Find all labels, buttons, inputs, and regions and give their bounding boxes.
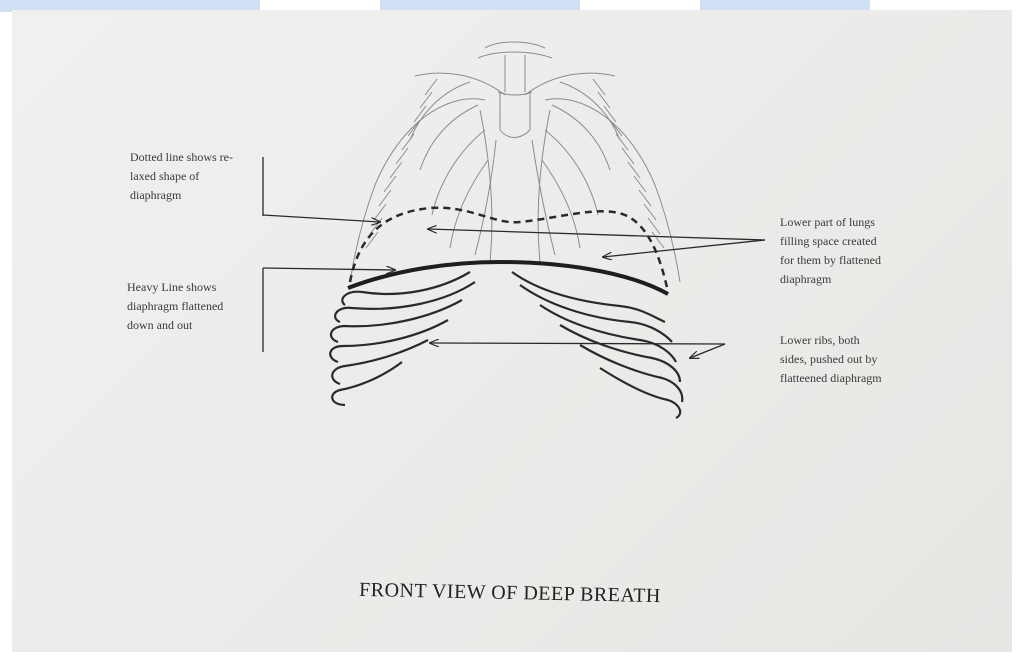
upper-ribcage [350, 42, 680, 282]
relaxed-diaphragm-dotted-line [350, 208, 668, 292]
ribs-pointer-left [430, 343, 725, 344]
dotted-line-pointer [263, 215, 380, 222]
dotted-line-label: Dotted line shows re- laxed shape of dia… [130, 148, 233, 205]
lower-ribs-right [512, 272, 682, 418]
ribs-pointer-right [690, 344, 725, 358]
lower-ribs-label: Lower ribs, both sides, pushed out by fl… [780, 331, 882, 388]
heavy-line-pointer [263, 268, 395, 270]
lungs-pointer-right [603, 240, 765, 257]
heavy-line-label: Heavy Line shows diaphragm flattened dow… [127, 278, 223, 335]
flattened-diaphragm-heavy-line [348, 262, 668, 294]
lower-ribs-left [330, 272, 475, 405]
lungs-pointer-left [428, 229, 765, 240]
lower-lungs-label: Lower part of lungs filling space create… [780, 213, 881, 289]
